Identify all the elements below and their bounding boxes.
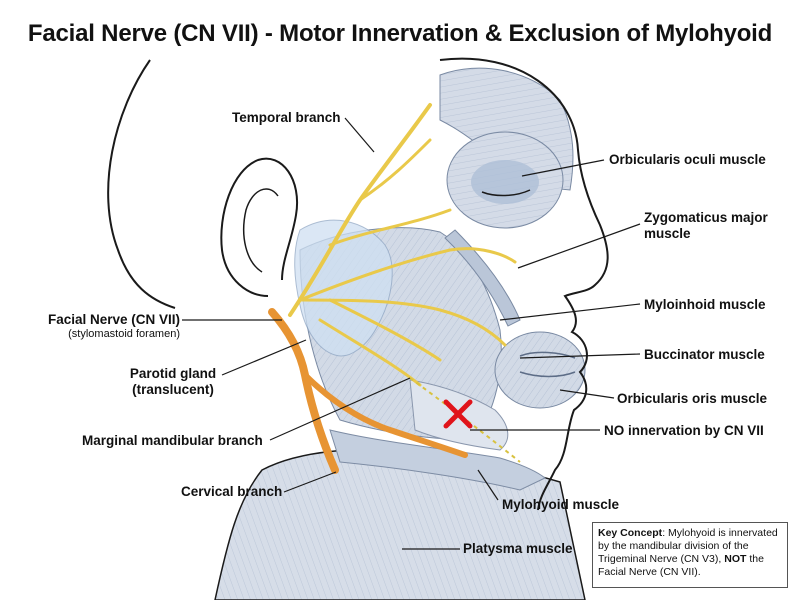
key-concept-emph: NOT	[724, 553, 747, 565]
mylohyoid-region	[329, 429, 546, 491]
stylomastoid-label: (stylomastoid foramen)	[68, 328, 180, 340]
marginal-mandibular-label: Marginal mandibular branch	[82, 433, 263, 448]
marginal-trunk	[302, 372, 468, 458]
orbicularis-oculi-label: Orbicularis oculi muscle	[609, 152, 766, 167]
platysma-label: Platysma muscle	[463, 541, 573, 556]
key-concept-text2: the Facial Nerve (CN VII).	[598, 553, 764, 578]
myloinhoid-label: Myloinhoid muscle	[644, 297, 766, 312]
orbicularis-oris-shape	[494, 331, 586, 409]
key-concept-box: Key Concept: Mylohyoid is innervated by …	[592, 522, 788, 588]
exclusion-dashed-line	[409, 377, 521, 463]
cervical-branch-label: Cervical branch	[181, 484, 283, 499]
buccinator-label: Buccinator muscle	[644, 347, 765, 362]
zygomatic-branch-path	[298, 247, 517, 302]
closed-eye	[481, 189, 531, 197]
key-concept-heading: Key Concept	[598, 527, 663, 539]
mylohyoid-label: Mylohyoid muscle	[502, 497, 620, 512]
zygomaticus-label: Zygomaticus major muscle	[644, 210, 768, 242]
temporal-branch-label: Temporal branch	[232, 110, 341, 125]
parotid-label-line1: Parotid gland	[129, 366, 217, 381]
skull-outline	[107, 59, 176, 309]
red-x-icon	[443, 399, 473, 429]
zygomaticus-label-line1: Zygomaticus major	[644, 210, 768, 225]
no-innervation-label: NO innervation by CN VII	[604, 423, 764, 438]
buccal-branch-path	[298, 298, 507, 347]
key-concept-text1: : Mylohyoid is innervated by the mandibu…	[598, 527, 778, 565]
page-title: Facial Nerve (CN VII) - Motor Innervatio…	[27, 20, 773, 47]
orbicularis-oris-label: Orbicularis oris muscle	[617, 391, 768, 406]
zygomaticus-label-line2: muscle	[644, 226, 691, 241]
parotid-label: Parotid gland (translucent)	[118, 366, 228, 398]
ear-inner	[243, 188, 279, 273]
ear	[220, 157, 299, 297]
zygomaticus-shape	[444, 229, 521, 327]
facial-nerve-label-main: Facial Nerve (CN VII)	[47, 312, 180, 327]
leader-lines	[182, 117, 641, 550]
face-profile	[439, 57, 609, 511]
facial-nerve-label: Facial Nerve (CN VII) (stylomastoid fora…	[14, 312, 180, 341]
parotid-label-line2: (translucent)	[132, 382, 214, 397]
